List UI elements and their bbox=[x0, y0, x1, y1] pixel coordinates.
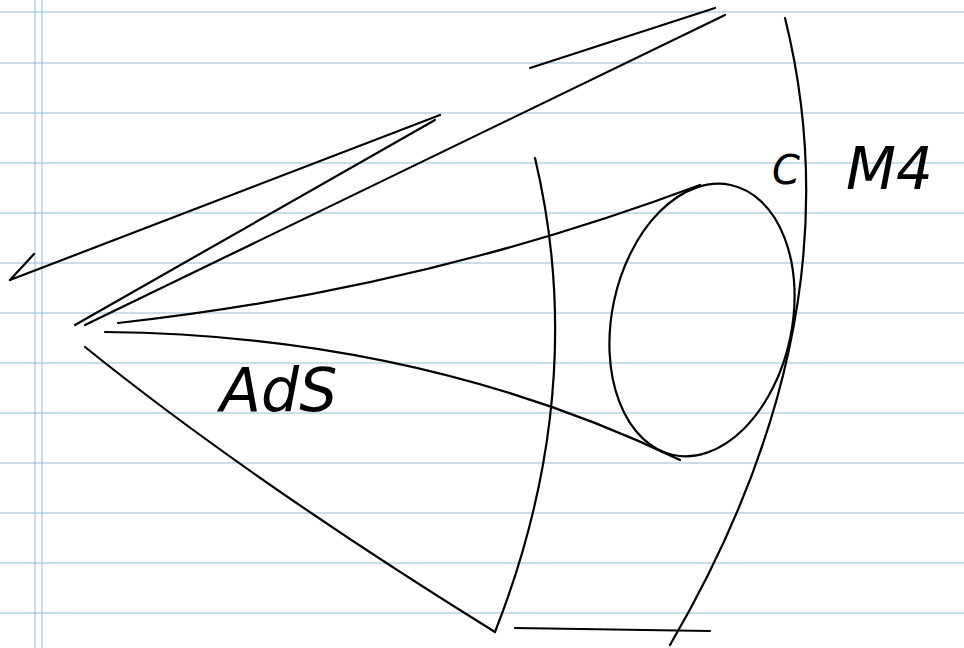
sketch-label: AdS bbox=[220, 360, 337, 420]
ink-strokes bbox=[10, 8, 819, 645]
sketch-label: C bbox=[772, 150, 800, 190]
sketch-label: M4 bbox=[846, 140, 933, 198]
